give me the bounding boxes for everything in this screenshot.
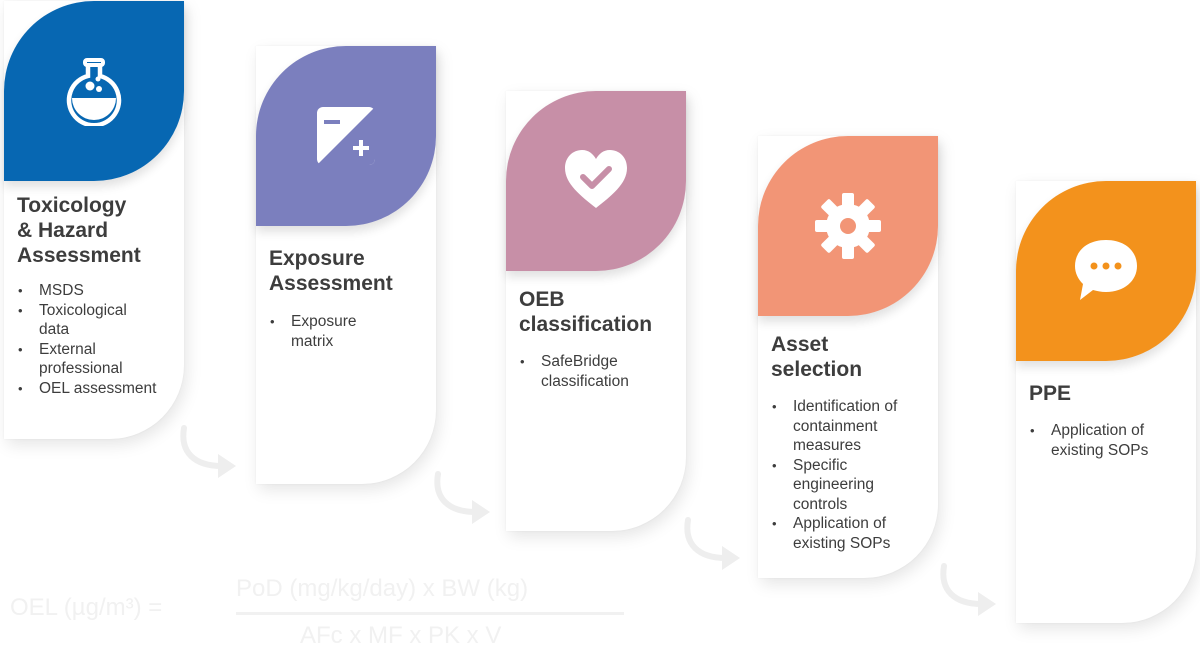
step-bullets: Identification of containment measures S… [772, 397, 934, 553]
formula-lhs: OEL (µg/m³) = [10, 594, 163, 621]
curved-arrow-icon [434, 471, 490, 524]
step-leaf [758, 136, 938, 316]
bullet-item: OEL assessment [18, 379, 180, 399]
flask-icon [66, 58, 122, 126]
curved-arrow-icon [180, 425, 236, 478]
step-bullets: Exposure matrix [270, 312, 432, 351]
curved-arrow-icon [684, 517, 740, 570]
step-title: Exposure Assessment [269, 247, 393, 295]
step-title: PPE [1029, 382, 1072, 405]
step-bullets: MSDS Toxicological data External profess… [18, 281, 180, 398]
step-title: Asset selection [771, 333, 863, 381]
bullet-item: Toxicological data [18, 301, 180, 340]
step-card-oeb: OEB classification SafeBridge classifica… [506, 91, 686, 531]
bullet-item: External professional [18, 340, 180, 379]
step-card-ppe: PPE Application of existing SOPs [1016, 181, 1196, 623]
step-card-asset: Asset selection Identification of contai… [758, 136, 938, 578]
step-leaf [256, 46, 436, 226]
formula-numerator: PoD (mg/kg/day) x BW (kg) [236, 575, 529, 602]
curved-arrow-icon [940, 563, 996, 616]
bullet-item: Application of existing SOPs [772, 514, 934, 553]
step-title: Toxicology & Hazard Assessment [17, 194, 141, 267]
step-leaf [1016, 181, 1196, 361]
gear-icon [815, 193, 881, 259]
formula-fraction-bar [236, 612, 624, 615]
heart-check-icon [565, 150, 627, 208]
bullet-item: Exposure matrix [270, 312, 432, 351]
bullet-item: Application of existing SOPs [1030, 421, 1192, 460]
step-leaf [4, 1, 184, 181]
step-leaf [506, 91, 686, 271]
exposure-icon [317, 107, 375, 165]
bullet-item: SafeBridge classification [520, 352, 682, 391]
step-bullets: SafeBridge classification [520, 352, 682, 391]
step-bullets: Application of existing SOPs [1030, 421, 1192, 460]
oel-formula: OEL (µg/m³) = PoD (mg/kg/day) x BW (kg) … [10, 572, 630, 652]
bullet-item: Identification of containment measures [772, 397, 934, 456]
formula-denominator: AFc x MF x PK x V [300, 622, 502, 649]
step-card-toxicology: Toxicology & Hazard Assessment MSDS Toxi… [4, 1, 184, 439]
step-card-exposure: Exposure Assessment Exposure matrix [256, 46, 436, 484]
chat-bubble-icon [1075, 240, 1137, 300]
step-title: OEB classification [519, 288, 653, 336]
bullet-item: MSDS [18, 281, 180, 301]
bullet-item: Specific engineering controls [772, 456, 934, 515]
